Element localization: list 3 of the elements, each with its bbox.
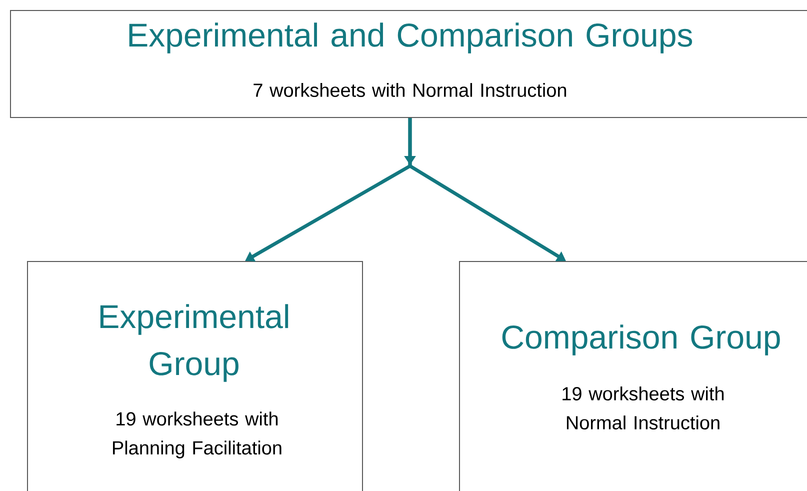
group-box: Comparison Group 19 worksheets with Normal Instruction bbox=[459, 261, 807, 491]
group-box: Experimental and Comparison Groups 7 worksheets with Normal Instruction bbox=[10, 10, 807, 118]
group-box: Experimental Group 19 worksheets with Planning Facilitation bbox=[27, 261, 363, 491]
